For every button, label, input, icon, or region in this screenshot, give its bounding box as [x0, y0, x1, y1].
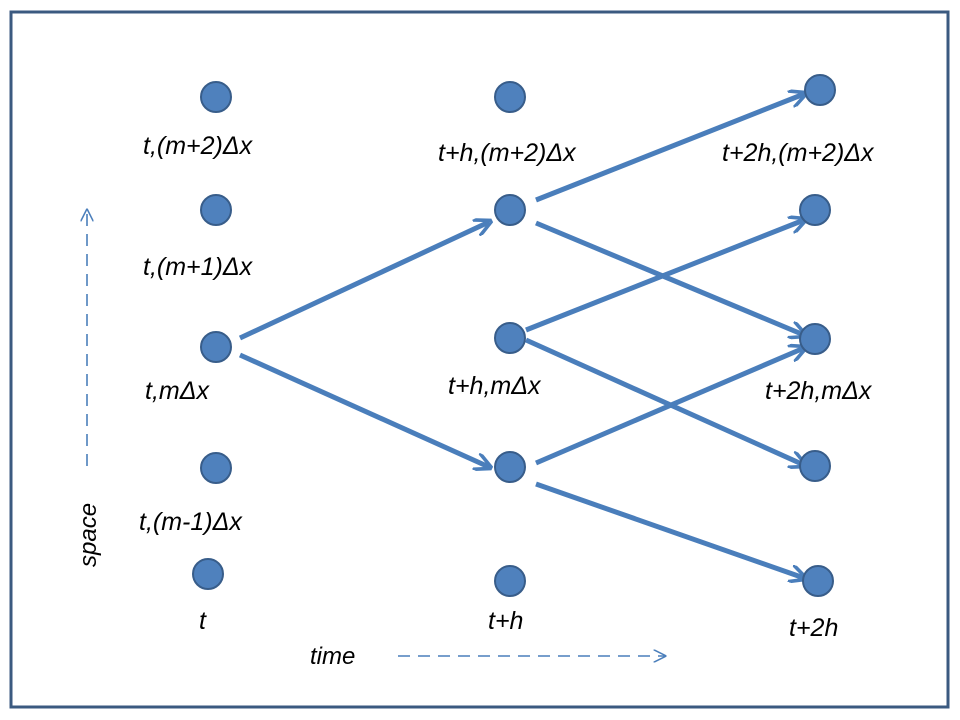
node-th-mm1	[494, 451, 526, 483]
edge-thm1-to-t2hm2	[535, 94, 804, 203]
label-t-m1: t,(m+1)Δx	[143, 253, 254, 281]
label-t: t	[199, 607, 207, 635]
node-t2h-m	[799, 323, 831, 355]
label-t-mm1: t,(m-1)Δx	[139, 508, 243, 536]
label-t2h: t+2h	[789, 614, 838, 642]
edge-thmm1-to-t2hmm2	[535, 481, 804, 578]
node-t-m1	[200, 194, 232, 226]
node-th-m	[494, 322, 526, 354]
nodes	[192, 74, 836, 597]
label-th-m2: t+h,(m+2)Δx	[438, 139, 577, 167]
label-t2h-m: t+2h,mΔx	[765, 377, 873, 405]
edge-thmm1-to-t2hm	[535, 348, 804, 466]
space-axis-label: space	[75, 503, 102, 567]
edge-tm-to-thm2	[238, 222, 489, 341]
time-axis-label: time	[310, 643, 355, 670]
time-axis: time	[310, 643, 665, 670]
node-t2h-mm1	[799, 450, 831, 482]
node-t-mm1	[200, 452, 232, 484]
label-t-m: t,mΔx	[145, 377, 210, 405]
edge-tm-to-thmm2	[238, 352, 489, 467]
label-th-m: t+h,mΔx	[448, 372, 542, 400]
node-t-m	[200, 331, 232, 363]
label-t-m2: t,(m+2)Δx	[143, 132, 254, 160]
node-th-m1	[494, 194, 526, 226]
diagram-frame	[9, 10, 950, 709]
edge-thm1-to-t2hm	[535, 220, 804, 335]
node-labels: t,(m+2)Δx t,(m+1)Δx t,mΔx t,(m-1)Δx t t+…	[139, 132, 875, 642]
node-t-m2	[200, 81, 232, 113]
node-th-bottom	[494, 565, 526, 597]
label-t2h-m2: t+2h,(m+2)Δx	[722, 139, 875, 167]
node-t2h-bottom	[802, 565, 834, 597]
node-th-m2	[494, 81, 526, 113]
node-t2h-m2	[804, 74, 836, 106]
edge-thm-to-t2hmm1	[524, 337, 804, 465]
edges	[238, 94, 804, 578]
edge-thm-to-t2hm1	[525, 220, 804, 333]
node-t-bottom	[192, 558, 224, 590]
label-th: t+h	[488, 607, 523, 635]
space-axis: space	[75, 210, 102, 567]
node-t2h-m1	[799, 194, 831, 226]
